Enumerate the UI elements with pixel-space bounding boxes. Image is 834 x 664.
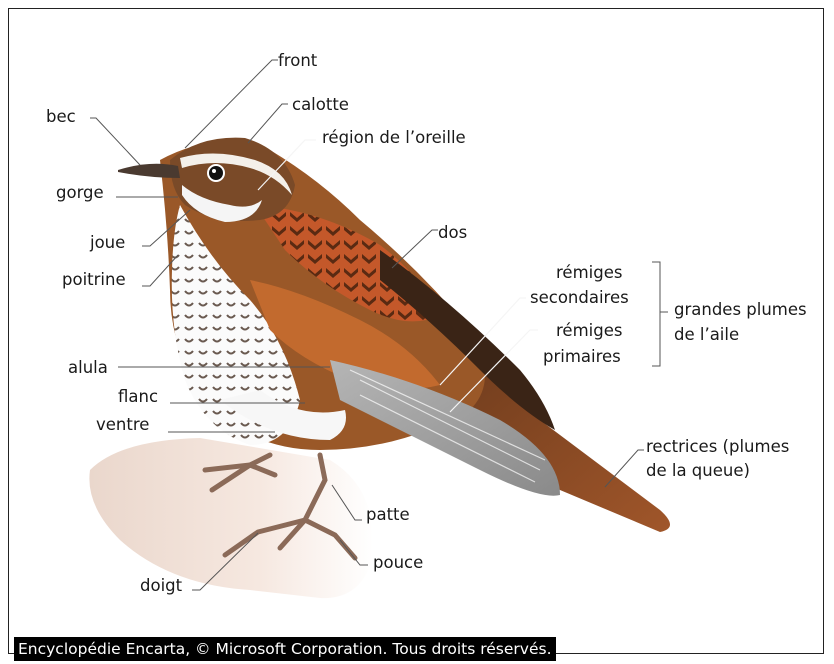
label-poitrine: poitrine <box>62 270 126 289</box>
label-pouce: pouce <box>373 553 423 572</box>
label-front: front <box>278 51 318 70</box>
label-patte: patte <box>366 505 410 524</box>
bird-head <box>118 138 295 222</box>
label-remiges-secondaires-line1: rémiges <box>556 263 622 282</box>
label-rectrices-line1: rectrices (plumes <box>646 437 789 456</box>
label-grandes-plumes-line2: de l’aile <box>674 325 739 344</box>
label-dos: dos <box>438 223 467 242</box>
branch <box>89 438 373 598</box>
label-bec: bec <box>46 107 76 126</box>
beak <box>118 164 180 178</box>
label-rectrices-line2: de la queue) <box>646 461 750 480</box>
label-ventre: ventre <box>96 415 149 434</box>
label-calotte: calotte <box>292 95 349 114</box>
label-flanc: flanc <box>118 387 158 406</box>
label-joue: joue <box>89 233 125 252</box>
label-region-oreille: région de l’oreille <box>322 128 466 147</box>
label-remiges-primaires-line2: primaires <box>543 347 621 366</box>
label-gorge: gorge <box>56 183 104 202</box>
label-remiges-secondaires-line2: secondaires <box>530 288 629 307</box>
label-alula: alula <box>68 358 108 377</box>
label-doigt: doigt <box>140 576 183 595</box>
copyright-caption: Encyclopédie Encarta, © Microsoft Corpor… <box>14 637 556 661</box>
label-remiges-primaires-line1: rémiges <box>556 321 622 340</box>
label-grandes-plumes-line1: grandes plumes <box>674 300 807 319</box>
